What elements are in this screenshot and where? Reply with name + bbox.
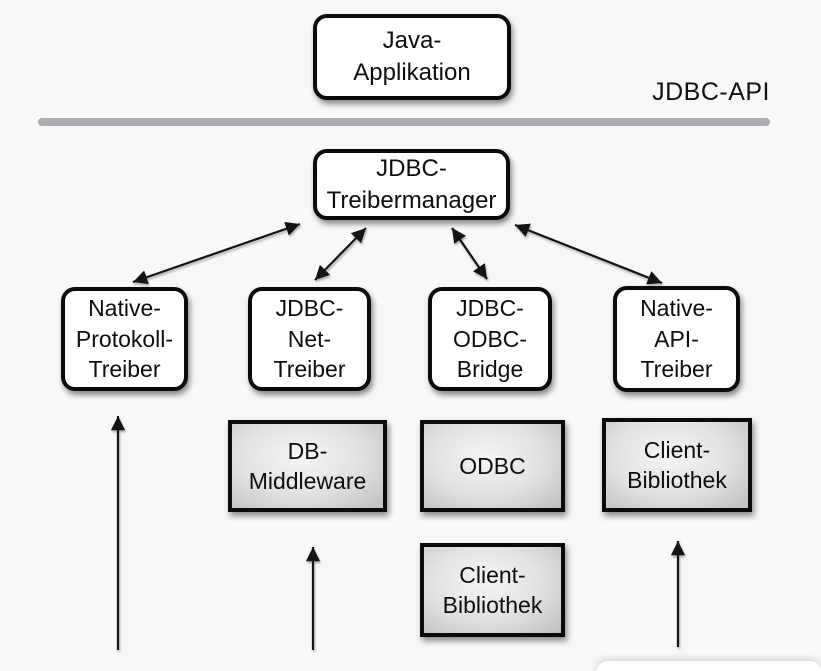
- jdbc-api-divider-line: [38, 118, 770, 126]
- arrow-manager-to-native-protokoll: [132, 221, 301, 285]
- node-db-middleware: DB- Middleware: [228, 420, 387, 512]
- node-jdbc-net-treiber: JDBC- Net- Treiber: [248, 287, 371, 391]
- cutoff-box-bottom-right: [596, 661, 821, 671]
- node-java-application: Java- Applikation: [313, 14, 511, 100]
- node-client-bibliothek-native-api: Client- Bibliothek: [602, 418, 752, 512]
- jdbc-api-label: JDBC-API: [652, 78, 770, 106]
- node-odbc: ODBC: [420, 420, 565, 512]
- node-jdbc-odbc-bridge: JDBC- ODBC- Bridge: [428, 287, 552, 391]
- node-jdbc-treibermanager: JDBC- Treibermanager: [313, 149, 510, 220]
- arrow-manager-to-jdbc-net: [314, 227, 367, 281]
- arrow-manager-to-native-api: [514, 223, 663, 285]
- node-native-protokoll-treiber: Native- Protokoll- Treiber: [61, 287, 188, 391]
- arrow-manager-to-jdbc-odbc: [451, 227, 488, 280]
- node-native-api-treiber: Native- API- Treiber: [613, 286, 740, 392]
- node-client-bibliothek-under-odbc: Client- Bibliothek: [420, 543, 565, 637]
